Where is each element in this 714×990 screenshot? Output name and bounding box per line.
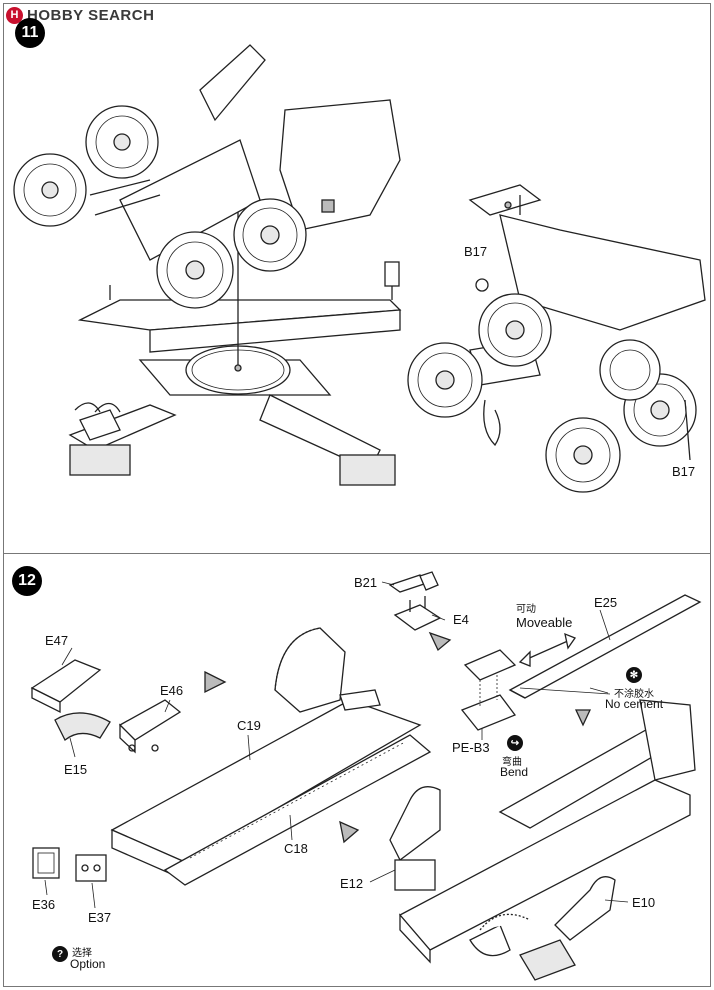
c19-c18-rails xyxy=(110,689,432,886)
e47-e15-e46-parts xyxy=(30,659,182,754)
label-e47: E47 xyxy=(45,633,69,648)
option-icon: ? xyxy=(52,946,68,962)
b21-e4-parts xyxy=(388,571,442,631)
gun-carriage xyxy=(13,44,401,309)
cruciform-base xyxy=(68,200,402,486)
label-e36: E36 xyxy=(32,897,56,912)
label-e37: E37 xyxy=(88,910,112,925)
label-e4: E4 xyxy=(453,612,469,627)
no-cement-en: No cement xyxy=(605,697,664,711)
trailer-assembly xyxy=(407,184,706,493)
logo-mark-icon: H xyxy=(6,6,23,24)
peb3-part xyxy=(460,649,517,731)
label-e10: E10 xyxy=(632,895,656,910)
option-en: Option xyxy=(70,957,106,971)
moveable-cn: 可动 xyxy=(516,604,536,615)
hobby-search-logo: H HOBBY SEARCH xyxy=(6,6,154,24)
brand-word-1: HOBBY xyxy=(27,6,84,24)
label-c19: C19 xyxy=(237,718,261,733)
direction-arrows xyxy=(204,631,592,844)
e12-bracket xyxy=(389,786,441,891)
main-rail-assembly xyxy=(398,699,696,964)
no-cement-cn: 不涂胶水 xyxy=(614,689,654,700)
step-11-badge: 11 xyxy=(15,18,45,48)
label-b21: B21 xyxy=(354,575,378,590)
label-e46: E46 xyxy=(160,683,184,698)
page-frame xyxy=(3,3,711,987)
bend-icon: ↪ xyxy=(507,735,523,751)
step-divider xyxy=(3,553,711,554)
label-pe-b3: PE-B3 xyxy=(452,740,490,755)
no-cement-icon: ✻ xyxy=(626,667,642,683)
label-b17-bottom: B17 xyxy=(672,464,696,479)
e36-e37-parts xyxy=(32,847,107,882)
e10-bracket xyxy=(519,876,616,981)
brand-word-2: SEARCH xyxy=(88,6,155,24)
option-cn: 选择 xyxy=(72,948,92,959)
step-11-drawing xyxy=(13,44,706,493)
moveable-arrow xyxy=(518,632,577,667)
label-b17-top: B17 xyxy=(464,244,488,259)
e25-plate xyxy=(508,594,702,699)
bend-cn: 弯曲 xyxy=(502,757,522,768)
leader-lines xyxy=(44,581,629,909)
bend-en: Bend xyxy=(500,765,529,779)
label-e15: E15 xyxy=(64,762,88,777)
moveable-en: Moveable xyxy=(516,615,573,630)
label-e25: E25 xyxy=(594,595,618,610)
label-c18: C18 xyxy=(284,841,308,856)
label-e12: E12 xyxy=(340,876,364,891)
step-12-badge: 12 xyxy=(12,566,42,596)
logo-text: HOBBY SEARCH xyxy=(27,7,154,24)
gear-sector xyxy=(274,627,346,713)
